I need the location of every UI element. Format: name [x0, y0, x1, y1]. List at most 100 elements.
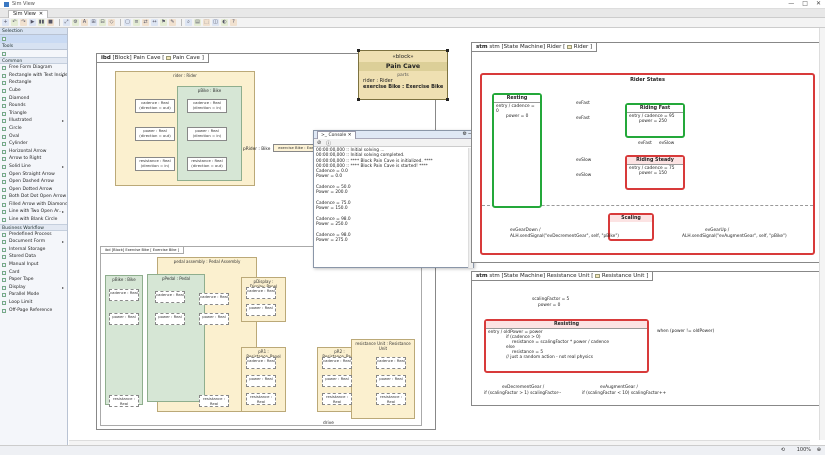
toolbar-button-icon[interactable]: ?: [230, 19, 237, 26]
resize-handle[interactable]: [446, 49, 449, 52]
inner-port[interactable]: cadence : Real: [246, 357, 276, 369]
inner-port[interactable]: power : Real: [109, 313, 139, 325]
expand-arrow-icon[interactable]: ▸: [61, 239, 64, 245]
ibd-frame[interactable]: ibd [Block] Pain Cave [ Pain Cave ] ride…: [96, 53, 436, 430]
palette-common-item[interactable]: Rounds: [0, 102, 67, 110]
palette-common-item[interactable]: Rectangle: [0, 79, 67, 87]
expand-arrow-icon[interactable]: ▸: [61, 118, 64, 124]
palette-common-item[interactable]: Cube: [0, 87, 67, 95]
resisting-state[interactable]: Resisting entry / oldPower = power if (c…: [484, 319, 649, 373]
palette-business-item[interactable]: Stored Data: [0, 253, 67, 261]
inner-port[interactable]: resistance : Real: [376, 393, 406, 405]
toolbar-button-icon[interactable]: ⊞: [90, 19, 97, 26]
palette-common-item[interactable]: Rectangle with Text Inside▸: [0, 72, 67, 80]
inner-port[interactable]: resistance : Real: [246, 393, 276, 405]
pain-cave-block-popup[interactable]: «block» Pain Cave parts rider : Rider ex…: [357, 49, 449, 101]
palette-common-item[interactable]: Free Form Diagram: [0, 64, 67, 72]
toolbar-button-icon[interactable]: ⌕: [185, 19, 192, 26]
palette-group-common[interactable]: Common: [0, 57, 67, 65]
palette-common-item[interactable]: Open Dotted Arrow: [0, 186, 67, 194]
palette-common-item[interactable]: Line with Two Open Ar...▸: [0, 208, 67, 216]
toolbar-button-icon[interactable]: ⤢: [63, 19, 70, 26]
toolbar-button-icon[interactable]: ▤: [194, 19, 201, 26]
toolbar-button-icon[interactable]: ⚑: [160, 19, 167, 26]
minimize-button[interactable]: —: [788, 0, 795, 7]
tools-row[interactable]: [0, 50, 67, 58]
inner-port[interactable]: power : Real: [199, 313, 229, 325]
palette-common-item[interactable]: Filled Arrow with Diamond: [0, 201, 67, 209]
toolbar-button-icon[interactable]: ↶: [11, 19, 18, 26]
resistance-state-machine-frame[interactable]: stm stm [State Machine] Resistance Unit …: [471, 271, 822, 406]
rider-cadence-port[interactable]: cadence : Real(direction = out): [135, 99, 175, 113]
palette-business-item[interactable]: Card: [0, 269, 67, 277]
toolbar-button-icon[interactable]: ✎: [169, 19, 176, 26]
vertical-scrollbar[interactable]: [819, 28, 825, 440]
palette-group-business[interactable]: Business Workflow: [0, 223, 67, 231]
rider-resistance-port[interactable]: resistance : Real(direction = in): [135, 157, 175, 171]
inner-port[interactable]: cadence : Real: [376, 357, 406, 369]
inner-port[interactable]: power : Real: [246, 304, 276, 316]
inner-port[interactable]: power : Real: [322, 375, 352, 387]
inner-port[interactable]: cadence : Real: [155, 291, 185, 303]
selection-tools-row[interactable]: [0, 35, 67, 43]
resize-handle[interactable]: [357, 98, 360, 101]
palette-common-item[interactable]: Cylinder: [0, 140, 67, 148]
toolbar-button-icon[interactable]: ◇: [108, 19, 115, 26]
palette-business-item[interactable]: Loop Limit: [0, 299, 67, 307]
inner-port[interactable]: power : Real: [155, 313, 185, 325]
zoom-level[interactable]: 100%: [796, 447, 811, 453]
toolbar-button-icon[interactable]: ⚙: [72, 19, 79, 26]
palette-common-item[interactable]: Diamond: [0, 95, 67, 103]
horizontal-scrollbar[interactable]: [69, 440, 810, 445]
toolbar-button-icon[interactable]: ↔: [151, 19, 158, 26]
sync-icon[interactable]: ⟲: [780, 447, 785, 453]
console-tab[interactable]: >_ Console ✕: [317, 131, 356, 139]
toolbar-button-icon[interactable]: ⇄: [142, 19, 149, 26]
palette-common-item[interactable]: Arrow to Right: [0, 155, 67, 163]
toolbar-button-icon[interactable]: ■: [47, 19, 54, 26]
toolbar-button-icon[interactable]: ↷: [20, 19, 27, 26]
palette-common-item[interactable]: Solid Line▸: [0, 163, 67, 171]
bike-power-port[interactable]: power : Real(direction = in): [187, 127, 227, 141]
expand-arrow-icon[interactable]: ▸: [61, 163, 64, 169]
gear-icon[interactable]: ⚙: [462, 131, 467, 137]
inner-port[interactable]: resistance : Real: [322, 393, 352, 405]
inner-port[interactable]: cadence : Real: [199, 293, 229, 305]
maximize-button[interactable]: □: [802, 0, 808, 7]
toolbar-button-icon[interactable]: ⊟: [99, 19, 106, 26]
diagram-canvas[interactable]: ibd [Block] Pain Cave [ Pain Cave ] ride…: [69, 28, 825, 445]
palette-business-item[interactable]: Parallel Mode: [0, 291, 67, 299]
palette-business-item[interactable]: Predefined Process: [0, 231, 67, 239]
toolbar-button-icon[interactable]: ◫: [212, 19, 219, 26]
inner-port[interactable]: resistance : Real: [109, 395, 139, 407]
inner-port[interactable]: cadence : Real: [246, 287, 276, 299]
palette-business-item[interactable]: Paper Tape: [0, 276, 67, 284]
palette-business-item[interactable]: Document Form▸: [0, 238, 67, 246]
inner-port[interactable]: cadence : Real: [322, 357, 352, 369]
toolbar-button-icon[interactable]: A: [81, 19, 88, 26]
inner-port[interactable]: cadence : Real: [109, 289, 139, 301]
inner-port[interactable]: power : Real: [376, 375, 406, 387]
palette-common-item[interactable]: Triangle: [0, 110, 67, 118]
bike-cadence-port[interactable]: cadence : Real(direction = in): [187, 99, 227, 113]
console-scrollbar[interactable]: [468, 148, 473, 268]
toolbar-button-icon[interactable]: ⬚: [203, 19, 210, 26]
palette-common-item[interactable]: Oval: [0, 133, 67, 141]
tab-sim-view[interactable]: Sim View ✕: [8, 10, 49, 18]
palette-common-item[interactable]: Circle: [0, 125, 67, 133]
palette-common-item[interactable]: Both Dot Dot Open Arrow: [0, 193, 67, 201]
inner-port[interactable]: power : Real: [246, 375, 276, 387]
expand-arrow-icon[interactable]: ▸: [61, 209, 64, 215]
inner-port[interactable]: resistance : Real: [199, 395, 229, 407]
toolbar-button-icon[interactable]: ≡: [133, 19, 140, 26]
palette-common-item[interactable]: Open Dashed Arrow: [0, 178, 67, 186]
close-icon[interactable]: ✕: [38, 11, 44, 17]
palette-common-item[interactable]: Horizontal Arrow: [0, 148, 67, 156]
rider-state-machine-frame[interactable]: stm stm [State Machine] Rider [ Rider ] …: [471, 42, 822, 263]
resize-handle[interactable]: [446, 98, 449, 101]
palette-common-item[interactable]: Open Straight Arrow: [0, 171, 67, 179]
scaling-state[interactable]: Scaling: [608, 213, 654, 241]
